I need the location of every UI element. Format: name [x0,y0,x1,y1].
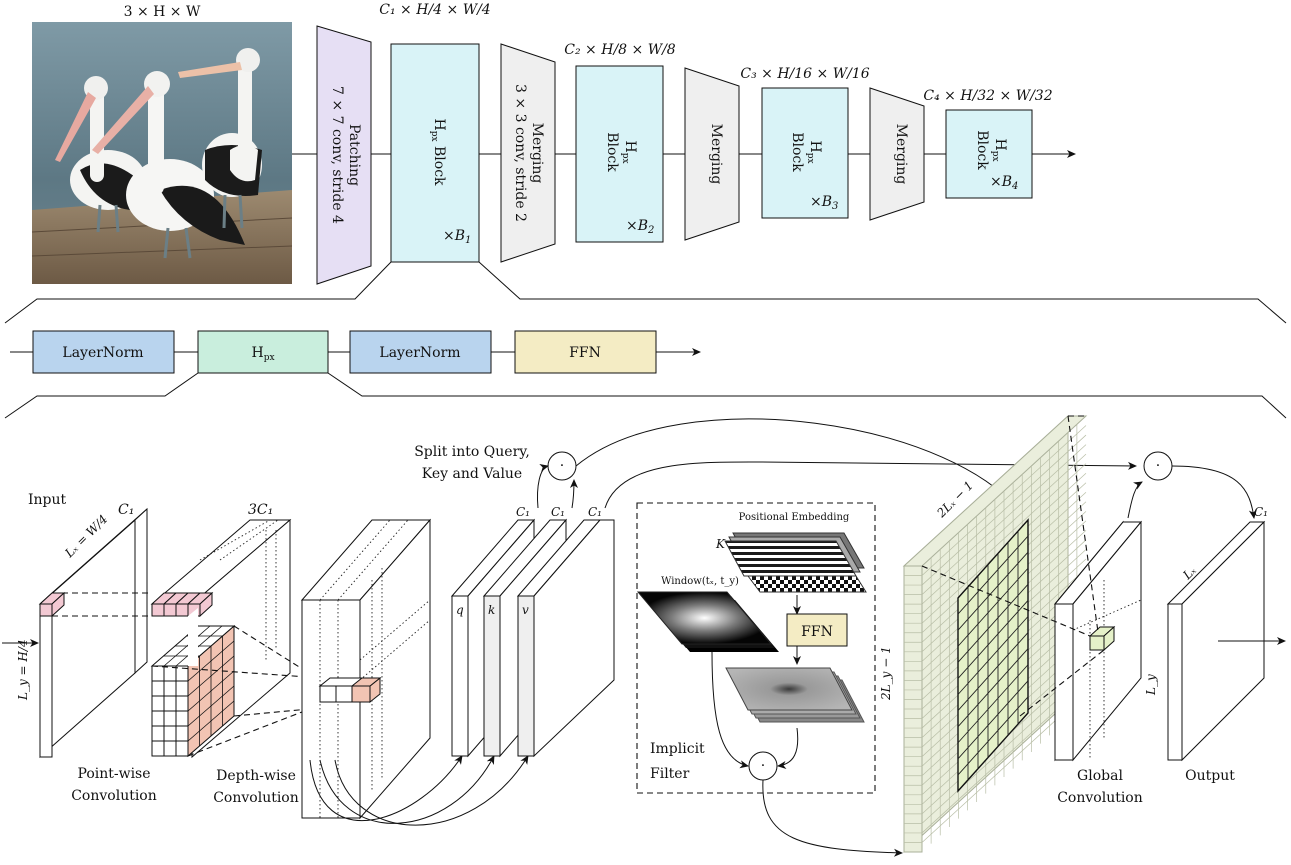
block1-label: Hpx Block [429,118,447,186]
zoom-outline-left-2 [5,373,198,418]
svg-text:Block: Block [604,132,620,172]
svg-text:·: · [560,458,564,474]
v-label: v [522,603,529,617]
svg-text:Block: Block [789,132,805,172]
three-c1-label: 3C₁ [248,502,273,518]
ffn-label: FFN [569,345,601,361]
c1-output: C₁ [1254,505,1268,519]
block1-shape: C₁ × H/4 × W/4 [379,2,490,18]
input-image [32,22,292,284]
c1-k: C₁ [551,505,565,519]
svg-text:·: · [1156,458,1160,474]
pointwise-label-1: Point-wise [77,766,150,782]
depthwise-label-2: Convolution [213,790,299,806]
merging1-conv-label: 3 × 3 conv, stride 2 [512,84,528,222]
filter-ffn-label: FFN [801,624,833,640]
pointwise-label-2: Convolution [71,788,157,804]
positional-embedding-stack [725,533,866,592]
svg-text:Hpx Block: Hpx Block [429,118,447,186]
layernorm-1-label: LayerNorm [62,345,143,361]
c1-input: C₁ [118,502,134,518]
zoom-outline-right [479,262,1286,323]
svg-text:·: · [761,758,765,774]
svg-text:Block: Block [974,130,990,170]
k-filter-label: K [715,537,726,551]
depthwise-tensor [302,520,430,818]
patching-label: Patching [346,124,362,186]
output-label: Output [1185,768,1235,784]
ly-right-label: L_y [1144,674,1158,696]
zoom-outline-right-2 [328,373,1286,418]
merging3-label: Merging [893,124,909,185]
layernorm-2-label: LayerNorm [379,345,460,361]
implicit-filter-label-1: Implicit [650,741,705,757]
split-text-2: Key and Value [422,466,522,482]
depthwise-label-1: Depth-wise [216,768,296,784]
window-label: Window(tₓ, t_y) [661,576,739,587]
merging1-label: Merging [529,123,545,184]
patching-conv-label: 7 × 7 conv, stride 4 [329,86,345,224]
split-text-1: Split into Query, [414,444,530,460]
filter-stack [726,668,864,722]
block3-shape: C₃ × H/16 × W/16 [740,66,869,82]
k-label: k [488,603,495,617]
c1-v: C₁ [588,505,602,519]
merging2-label: Merging [708,124,724,185]
global-conv-label-2: Convolution [1057,790,1143,806]
block4-shape: C₄ × H/32 × W/32 [923,88,1052,104]
input-tensor [40,509,147,757]
input-label: Input [28,492,67,508]
ly-label: L_y = H/4 [16,639,30,701]
block2-shape: C₂ × H/8 × W/8 [564,42,676,58]
c1-q: C₁ [516,505,530,519]
global-conv-label-1: Global [1077,768,1123,784]
window-stack [638,592,779,652]
two-ly-label: 2L_y − 1 [879,646,893,701]
input-shape-label: 3 × H × W [124,4,201,20]
positional-embedding-label: Positional Embedding [739,512,850,523]
pointwise-tensor [152,520,290,757]
implicit-filter-label-2: Filter [650,766,690,782]
q-label: q [456,603,464,617]
